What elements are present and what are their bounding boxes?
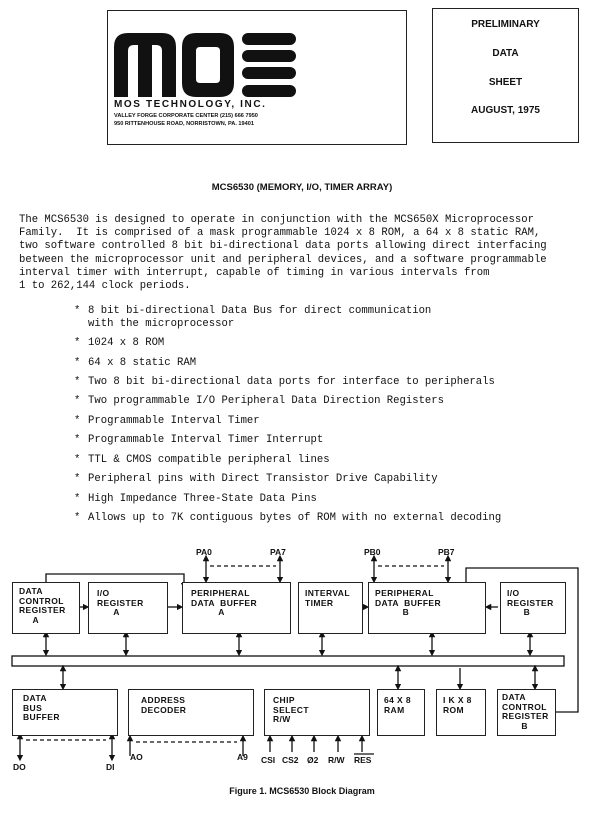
peripheral-data-buffer-a: PERIPHERAL DATA BUFFER A	[182, 582, 291, 634]
feature-text: Two programmable I/O Peripheral Data Dir…	[88, 395, 445, 407]
data-control-register-a: DATA CONTROL REGISTER A	[12, 582, 80, 634]
feature-text: Allows up to 7K contiguous bytes of ROM …	[88, 512, 502, 524]
pin-a9: A9	[237, 752, 248, 762]
feature-item: * 1024 x 8 ROM	[74, 337, 164, 350]
company-name: MOS TECHNOLOGY, INC.	[114, 99, 267, 110]
peripheral-data-buffer-b: PERIPHERAL DATA BUFFER B	[368, 582, 486, 634]
data-control-register-b: DATA CONTROL REGISTER B	[497, 689, 556, 736]
feature-item: * 8 bit bi-directional Data Bus for direc…	[74, 305, 431, 331]
pin-pb7: PB7	[438, 547, 455, 557]
pdb-b-label: PERIPHERAL DATA BUFFER B	[375, 588, 442, 617]
io-reg-b-label: I/O REGISTER B	[507, 588, 554, 617]
date-label: AUGUST, 1975	[471, 105, 540, 116]
address-decoder: ADDRESS DECODER	[128, 689, 254, 736]
address-line-2: 950 RITTENHOUSE ROAD, NORRISTOWN, PA. 19…	[114, 121, 254, 127]
timer-label: INTERVAL TIMER	[305, 588, 350, 608]
dcr-a-label: DATA CONTROL REGISTER A	[19, 586, 66, 625]
feature-text: Programmable Interval Timer	[88, 415, 260, 427]
feature-text: 64 x 8 static RAM	[88, 357, 197, 369]
feature-item: * TTL & CMOS compatible peripheral lines	[74, 454, 330, 467]
feature-text: 8 bit bi-directional Data Bus for direct…	[88, 305, 432, 330]
rom-label: I K X 8 ROM	[443, 695, 472, 715]
pin-d7: DI	[106, 762, 115, 772]
feature-item: * Peripheral pins with Direct Transistor …	[74, 473, 438, 486]
pin-res: RES	[354, 755, 372, 765]
ram-label: 64 X 8 RAM	[384, 695, 411, 715]
feature-text: Peripheral pins with Direct Transistor D…	[88, 473, 438, 485]
bullet-star: *	[74, 357, 81, 369]
pdb-a-label: PERIPHERAL DATA BUFFER A	[191, 588, 258, 617]
feature-item: * High Impedance Three-State Data Pins	[74, 493, 317, 506]
feature-item: * Allows up to 7K contiguous bytes of ROM…	[74, 512, 501, 525]
bullet-star: *	[74, 395, 81, 407]
io-reg-a-label: I/O REGISTER A	[97, 588, 144, 617]
intro-line: two software controlled 8 bit bi-directi…	[19, 240, 547, 253]
feature-text: 1024 x 8 ROM	[88, 337, 165, 349]
rom-block: I K X 8 ROM	[436, 689, 486, 736]
data-label: DATA	[492, 48, 519, 59]
feature-text: High Impedance Three-State Data Pins	[88, 493, 317, 505]
pin-a0: AO	[130, 752, 143, 762]
feature-item: * Two 8 bit bi-directional data ports for…	[74, 376, 495, 389]
pin-rw: R/W	[328, 755, 345, 765]
document-title: MCS6530 (MEMORY, I/O, TIMER ARRAY)	[211, 182, 393, 193]
address-line-1: VALLEY FORGE CORPORATE CENTER (215) 666 …	[114, 113, 258, 119]
feature-text: Two 8 bit bi-directional data ports for …	[88, 376, 495, 388]
bullet-star: *	[74, 512, 81, 524]
figure-caption: Figure 1. MCS6530 Block Diagram	[229, 786, 375, 796]
pin-pa0: PA0	[196, 547, 212, 557]
preliminary-box: PRELIMINARY DATA SHEET AUGUST, 1975	[432, 8, 579, 143]
io-register-a: I/O REGISTER A	[88, 582, 168, 634]
preliminary-label: PRELIMINARY	[471, 19, 540, 30]
intro-line: 1 to 262,144 clock periods.	[19, 280, 191, 293]
data-bus-buffer: DATA BUS BUFFER	[12, 689, 118, 736]
feature-text: Programmable Interval Timer Interrupt	[88, 434, 324, 446]
intro-line: between the microprocessor unit and peri…	[19, 253, 547, 266]
intro-line: The MCS6530 is designed to operate in co…	[19, 214, 534, 226]
intro-line: Family. It is comprised of a mask progra…	[19, 227, 541, 240]
bullet-star: *	[74, 376, 81, 388]
feature-item: * 64 x 8 static RAM	[74, 357, 196, 370]
ram-block: 64 X 8 RAM	[377, 689, 425, 736]
bullet-star: *	[74, 473, 81, 485]
internal-bus	[11, 655, 565, 667]
pin-d0: DO	[13, 762, 26, 772]
pin-cs1: CSI	[261, 755, 276, 765]
bullet-star: *	[74, 337, 81, 349]
pin-phi2: Ø2	[307, 755, 319, 765]
interval-timer: INTERVAL TIMER	[298, 582, 363, 634]
chip-select: CHIP SELECT R/W	[264, 689, 370, 736]
sheet-label: SHEET	[488, 77, 523, 88]
dcr-b-label: DATA CONTROL REGISTER B	[502, 692, 549, 731]
intro-line: interval timer with interrupt, capable o…	[19, 266, 490, 279]
company-header: MOS TECHNOLOGY, INC. VALLEY FORGE CORPOR…	[107, 10, 407, 145]
address-decoder-label: ADDRESS DECODER	[141, 695, 187, 715]
pin-pb0: PB0	[364, 547, 381, 557]
pin-pa7: PA7	[270, 547, 286, 557]
bullet-star: *	[74, 434, 81, 446]
feature-item: * Programmable Interval Timer Interrupt	[74, 434, 323, 447]
intro-paragraph: The MCS6530 is designed to operate in co…	[19, 214, 584, 293]
io-register-b: I/O REGISTER B	[500, 582, 566, 634]
bullet-star: *	[74, 305, 81, 317]
bullet-star: *	[74, 454, 81, 466]
data-bus-buffer-label: DATA BUS BUFFER	[23, 693, 60, 722]
mos-logo	[114, 33, 296, 97]
feature-item: * Two programmable I/O Peripheral Data Di…	[74, 395, 444, 408]
chip-select-label: CHIP SELECT R/W	[273, 695, 309, 724]
pin-cs2: CS2	[282, 755, 299, 765]
feature-item: * Programmable Interval Timer	[74, 415, 260, 428]
bullet-star: *	[74, 415, 81, 427]
bullet-star: *	[74, 493, 81, 505]
feature-text: TTL & CMOS compatible peripheral lines	[88, 454, 330, 466]
